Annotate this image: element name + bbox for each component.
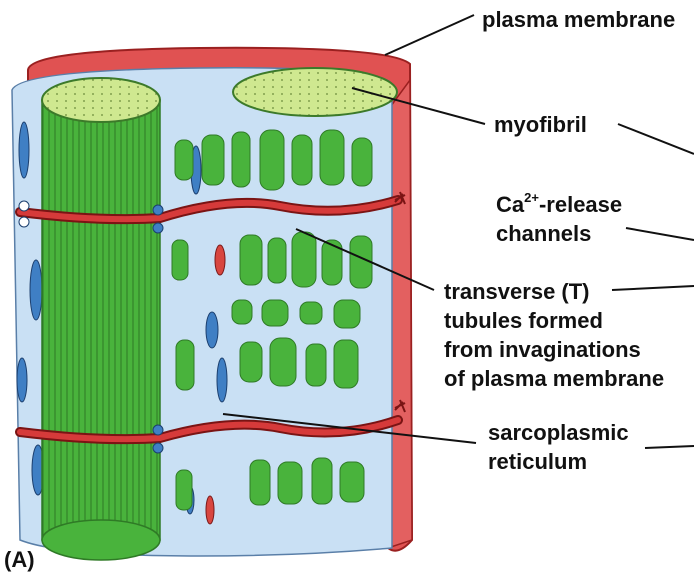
label-t-tubule-4: of plasma membrane: [444, 366, 665, 391]
leader-lines: [222, 14, 694, 449]
t-tubules: [15, 195, 403, 445]
leader-ca-channels: [625, 227, 694, 241]
label-ca-suffix: -release: [538, 192, 623, 217]
label-plasma-membrane: plasma membrane: [482, 7, 676, 32]
label-myofibril: myofibril: [494, 112, 587, 137]
myofibril-right-top: [232, 67, 398, 117]
leader-t-tubule-out: [611, 285, 694, 291]
label-ca-superscript: 2+: [524, 190, 539, 205]
leader-myofibril: [351, 87, 486, 125]
sr-junctions: [18, 200, 164, 454]
myofibril-left: [41, 77, 161, 561]
leader-plasma-membrane: [384, 14, 475, 56]
label-sr-1: sarcoplasmic: [488, 420, 629, 445]
label-ca-prefix: Ca: [496, 192, 525, 217]
leader-sr-out: [644, 445, 694, 449]
myofibril-islands: [171, 129, 373, 511]
label-ca-release: Ca2+-release: [496, 190, 622, 219]
leader-myofibril-out: [617, 123, 694, 155]
leader-sr: [222, 413, 477, 444]
ca-release-channel-marks: [394, 191, 406, 413]
label-t-tubule-3: from invaginations: [444, 337, 641, 362]
label-ca-channels: channels: [496, 221, 592, 246]
leader-t-tubule: [295, 228, 435, 291]
label-sr-2: reticulum: [488, 449, 588, 474]
panel-label: (A): [4, 547, 35, 572]
label-t-tubule-1: transverse (T): [444, 279, 590, 304]
label-t-tubule-2: tubules formed: [444, 308, 603, 333]
